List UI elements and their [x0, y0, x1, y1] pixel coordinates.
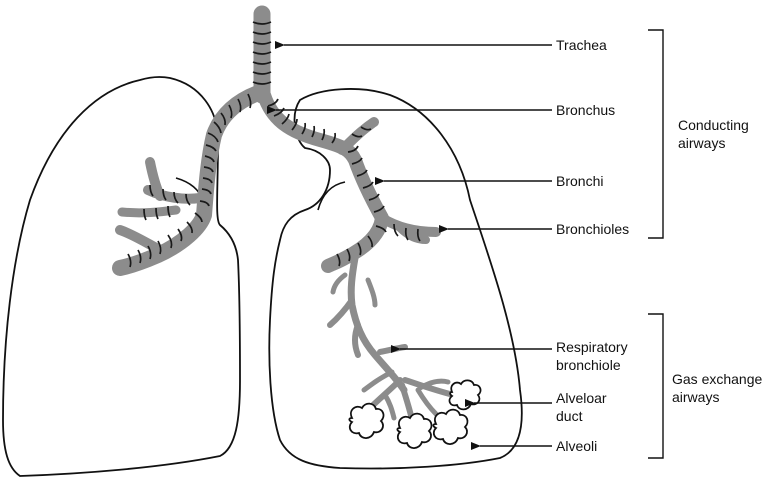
label-bronchus: Bronchus: [556, 102, 615, 118]
alveoli-clusters: [349, 380, 480, 448]
alveolus-cluster-2: [397, 414, 431, 449]
alveolar-duct-5: [385, 395, 394, 418]
left-branch-lower: [120, 230, 160, 250]
group-conducting-line2: airways: [678, 135, 725, 151]
bracket-conducting: [648, 30, 663, 238]
bronchiole-twig-a: [355, 325, 358, 355]
group-gas-exchange-line2: airways: [672, 389, 719, 405]
group-gas-exchange-line1: Gas exchange: [672, 371, 762, 387]
alveolus-cluster-3: [433, 410, 467, 445]
label-alveolar-duct-2: duct: [556, 408, 583, 424]
label-trachea: Trachea: [556, 37, 607, 53]
label-alveoli: Alveoli: [556, 438, 597, 454]
airway-tree: [120, 14, 458, 420]
bronchiole-left-twig: [330, 300, 352, 325]
label-respiratory-bronchiole-1: Respiratory: [556, 339, 628, 355]
group-conducting-line1: Conducting: [678, 117, 749, 133]
right-branch-lower: [382, 218, 436, 232]
right-main-bronchus: [264, 95, 382, 266]
alveolar-duct-6: [364, 372, 392, 390]
left-lung-outline: [3, 77, 240, 476]
alveolar-duct-4: [418, 390, 436, 414]
label-bronchioles: Bronchioles: [556, 221, 629, 237]
alveolus-cluster-4: [450, 380, 481, 409]
right-lung-outline: [269, 89, 522, 469]
label-bronchi: Bronchi: [556, 173, 603, 189]
label-alveolar-duct-1: Alveloar: [556, 390, 607, 406]
group-brackets: [648, 30, 663, 458]
bronchiole-twig-d: [333, 275, 345, 292]
bracket-gas-exchange: [648, 314, 663, 458]
bronchiole-twig-c: [368, 280, 375, 305]
alveolus-cluster-1: [349, 404, 383, 439]
label-respiratory-bronchiole-2: bronchiole: [556, 357, 621, 373]
